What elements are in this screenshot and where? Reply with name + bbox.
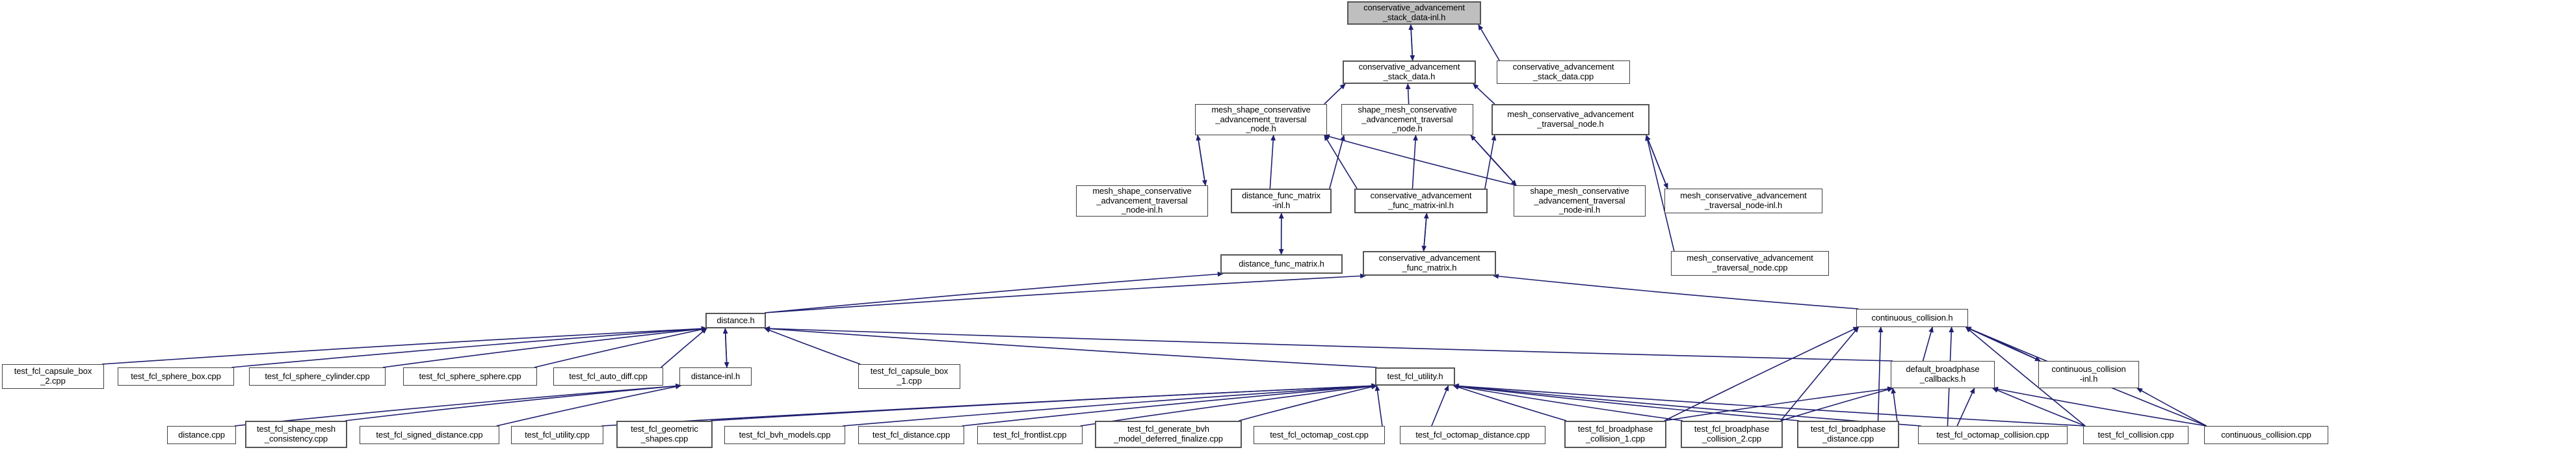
graph-node-n7[interactable]: distance_func_matrix -inl.h bbox=[1231, 189, 1332, 213]
graph-edge bbox=[1877, 326, 1884, 421]
graph-node-n17[interactable]: test_fcl_sphere_box.cpp bbox=[118, 367, 234, 386]
graph-edge bbox=[1922, 326, 1934, 362]
graph-node-n23[interactable]: test_fcl_utility.h bbox=[1375, 367, 1455, 386]
graph-node-n28[interactable]: test_fcl_signed_distance.cpp bbox=[360, 426, 499, 444]
graph-edge bbox=[1965, 326, 2086, 427]
graph-node-n26[interactable]: distance.cpp bbox=[167, 426, 236, 444]
graph-node-n24[interactable]: default_broadphase _callbacks.h bbox=[1891, 361, 1995, 388]
graph-node-n6[interactable]: mesh_shape_conservative _advancement_tra… bbox=[1076, 185, 1208, 217]
graph-node-n33[interactable]: test_fcl_frontlist.cpp bbox=[977, 426, 1083, 444]
graph-node-n3[interactable]: mesh_shape_conservative _advancement_tra… bbox=[1195, 104, 1327, 135]
graph-node-n19[interactable]: test_fcl_sphere_sphere.cpp bbox=[403, 367, 537, 386]
graph-edge bbox=[1452, 384, 1683, 421]
graph-node-n14[interactable]: distance.h bbox=[705, 313, 766, 328]
graph-edge bbox=[1891, 388, 1898, 421]
graph-node-n16[interactable]: test_fcl_capsule_box _2.cpp bbox=[2, 364, 104, 389]
graph-node-n9[interactable]: shape_mesh_conservative _advancement_tra… bbox=[1514, 185, 1646, 217]
graph-edge bbox=[1197, 135, 1207, 186]
graph-node-n40[interactable]: test_fcl_octomap_collision.cpp bbox=[1918, 426, 2068, 444]
graph-node-n15[interactable]: continuous_collision.h bbox=[1856, 309, 1968, 327]
graph-edge bbox=[1324, 83, 1346, 105]
graph-edge bbox=[101, 326, 707, 365]
graph-edge bbox=[765, 273, 1367, 313]
graph-node-n8[interactable]: conservative_advancement _func_matrix-in… bbox=[1354, 189, 1488, 213]
graph-edge bbox=[1452, 383, 1921, 427]
graph-node-n32[interactable]: test_fcl_distance.cpp bbox=[858, 426, 964, 444]
graph-edge bbox=[1431, 385, 1449, 427]
graph-edge bbox=[1473, 83, 1495, 105]
graph-edge bbox=[1080, 384, 1378, 427]
graph-node-n18[interactable]: test_fcl_sphere_cylinder.cpp bbox=[249, 367, 386, 386]
graph-node-n22[interactable]: test_fcl_capsule_box _1.cpp bbox=[858, 364, 960, 389]
graph-edge bbox=[710, 383, 1378, 421]
graph-node-n35[interactable]: test_fcl_octomap_cost.cpp bbox=[1254, 426, 1385, 444]
graph-node-n31[interactable]: test_fcl_bvh_models.cpp bbox=[724, 426, 845, 444]
graph-edge bbox=[1239, 384, 1378, 421]
graph-edge bbox=[1478, 24, 1500, 61]
graph-edge bbox=[724, 328, 729, 368]
graph-edge bbox=[1664, 326, 1860, 421]
graph-edge bbox=[1492, 273, 1859, 310]
graph-edge bbox=[234, 383, 682, 427]
graph-edge bbox=[1452, 383, 2086, 427]
graph-node-n37[interactable]: test_fcl_broadphase _collision_1.cpp bbox=[1564, 421, 1666, 448]
graph-edge bbox=[1329, 135, 1345, 189]
graph-node-n39[interactable]: test_fcl_broadphase _distance.cpp bbox=[1797, 421, 1899, 448]
graph-edge bbox=[2136, 388, 2207, 427]
graph-node-n25[interactable]: continuous_collision -inl.h bbox=[2038, 361, 2139, 388]
graph-edge bbox=[534, 326, 707, 368]
graph-edge bbox=[1374, 385, 1383, 427]
graph-edge bbox=[1645, 135, 1675, 252]
graph-edge bbox=[1664, 386, 1894, 421]
graph-edge bbox=[1452, 384, 1567, 421]
graph-edge bbox=[1991, 386, 2207, 427]
graph-node-n4[interactable]: shape_mesh_conservative _advancement_tra… bbox=[1341, 104, 1473, 135]
graph-node-n0[interactable]: conservative_advancement _stack_data-inl… bbox=[1347, 1, 1481, 25]
graph-node-n41[interactable]: test_fcl_collision.cpp bbox=[2083, 426, 2188, 444]
graph-edge bbox=[661, 328, 707, 368]
graph-edge bbox=[1412, 135, 1418, 189]
graph-edge bbox=[1421, 213, 1428, 252]
graph-edge bbox=[345, 383, 682, 421]
edges bbox=[101, 24, 2207, 427]
graph-node-n21[interactable]: distance-inl.h bbox=[679, 367, 752, 386]
graph-edge bbox=[764, 326, 1893, 362]
graph-node-n11[interactable]: distance_func_matrix.h bbox=[1220, 254, 1343, 274]
graph-edge bbox=[1410, 24, 1415, 61]
graph-edge bbox=[382, 326, 707, 368]
graph-node-n12[interactable]: conservative_advancement _func_matrix.h bbox=[1363, 251, 1496, 276]
graph-edge bbox=[231, 326, 707, 368]
graph-node-n2[interactable]: conservative_advancement _stack_data.cpp bbox=[1497, 60, 1630, 84]
graph-edge bbox=[843, 383, 1378, 427]
graph-edge bbox=[1780, 387, 1894, 421]
graph-node-n42[interactable]: continuous_collision.cpp bbox=[2204, 426, 2328, 444]
graph-edge bbox=[1484, 135, 1497, 189]
graph-node-n13[interactable]: mesh_conservative_advancement _traversal… bbox=[1671, 251, 1829, 276]
graph-edge bbox=[1956, 388, 1975, 427]
graph-node-n27[interactable]: test_fcl_shape_mesh _consistency.cpp bbox=[245, 421, 347, 448]
graph-edge bbox=[962, 383, 1378, 427]
graph-edge bbox=[764, 328, 861, 365]
graph-edge bbox=[1269, 135, 1276, 189]
graph-edge bbox=[764, 326, 1377, 368]
graph-edge bbox=[1452, 384, 1800, 421]
graph-node-n10[interactable]: mesh_conservative_advancement _traversal… bbox=[1664, 189, 1822, 213]
graph-node-n1[interactable]: conservative_advancement _stack_data.h bbox=[1343, 60, 1476, 84]
graph-node-n30[interactable]: test_fcl_geometric _shapes.cpp bbox=[616, 421, 713, 448]
graph-edge bbox=[1324, 135, 1358, 189]
graph-node-n20[interactable]: test_fcl_auto_diff.cpp bbox=[553, 367, 663, 386]
graph-edge bbox=[1780, 326, 1860, 421]
graph-edge bbox=[1991, 388, 2086, 427]
graph-node-n29[interactable]: test_fcl_utility.cpp bbox=[511, 426, 603, 444]
graph-node-n38[interactable]: test_fcl_broadphase _collision_2.cpp bbox=[1681, 421, 1783, 448]
graph-node-n36[interactable]: test_fcl_octomap_distance.cpp bbox=[1400, 426, 1545, 444]
graph-edge bbox=[1323, 134, 1517, 186]
graph-edge bbox=[765, 271, 1224, 313]
graph-node-n5[interactable]: mesh_conservative_advancement _traversal… bbox=[1492, 104, 1649, 135]
graph-node-n34[interactable]: test_fcl_generate_bvh _model_deferred_fi… bbox=[1095, 421, 1242, 448]
graph-edge bbox=[496, 384, 682, 427]
graph-edge bbox=[1470, 135, 1517, 186]
